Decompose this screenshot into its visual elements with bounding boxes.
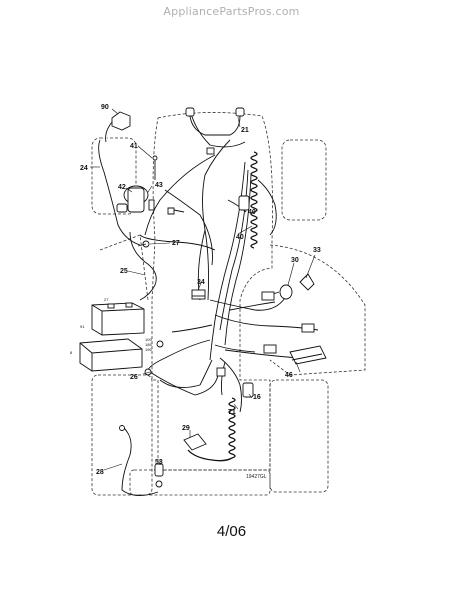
battery-label: 186 [145,342,152,347]
callout-number: 21 [241,127,249,134]
components [79,107,327,496]
callout-number: 25 [120,268,128,275]
callout-number: 42 [118,184,126,191]
leader-lines [90,108,316,471]
battery-label: 27 [104,297,109,302]
callout-number: 46 [285,372,293,379]
callout-number: 40 [236,234,244,241]
coil-sleeve-lower [187,397,236,462]
callout-number: 53 [155,459,163,466]
battery-labels: 27 91 8 196 109 186 [70,297,152,355]
callout-number: 40 [248,209,256,216]
battery-label: 196 [145,347,152,352]
drawing-code: 19427GL [246,474,267,480]
callout-number: 26 [130,374,138,381]
callout-number: 27 [172,240,180,247]
site-watermark: AppliancePartsPros.com [163,5,300,18]
callout-number: 16 [253,394,261,401]
page-label: 4/06 [216,523,247,540]
battery-label: 8 [70,350,73,355]
battery-label: 109 [145,337,152,342]
coil-sleeve-upper [250,151,258,249]
callout-numbers: 90 21 24 41 42 43 40 27 33 30 25 34 40 4… [80,104,321,476]
callout-number: 90 [101,104,109,111]
battery-label: 91 [80,324,85,329]
callout-number: 41 [130,143,138,150]
callout-number: 28 [96,469,104,476]
callout-number: 34 [197,279,205,286]
callout-number: 24 [80,165,88,172]
callout-number: 71 [228,409,236,416]
callout-number: 29 [182,425,190,432]
callout-number: 43 [155,182,163,189]
callout-number: 33 [313,247,321,254]
callout-number: 30 [291,257,299,264]
